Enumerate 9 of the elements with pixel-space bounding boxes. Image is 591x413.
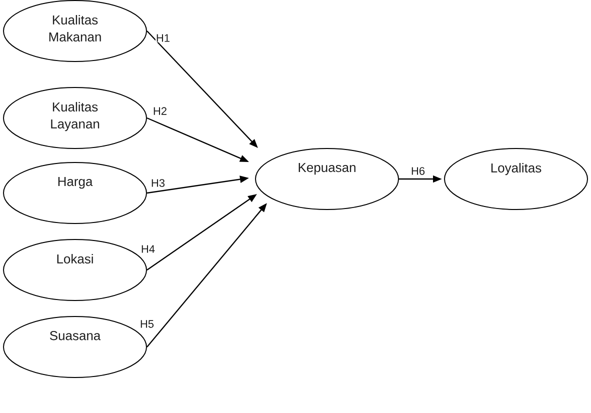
edge-label: H2 xyxy=(152,106,168,116)
ellipse-node: Harga xyxy=(3,162,147,224)
edge-label: H6 xyxy=(410,166,426,176)
ellipse-node: Kualitas Makanan xyxy=(3,0,147,62)
edge-label: H3 xyxy=(150,178,166,188)
ellipse-node: Kepuasan xyxy=(255,148,399,210)
ellipse-node: Loyalitas xyxy=(444,148,588,210)
edge-label: H1 xyxy=(155,34,171,42)
ellipse-node: Kualitas Layanan xyxy=(3,87,147,149)
